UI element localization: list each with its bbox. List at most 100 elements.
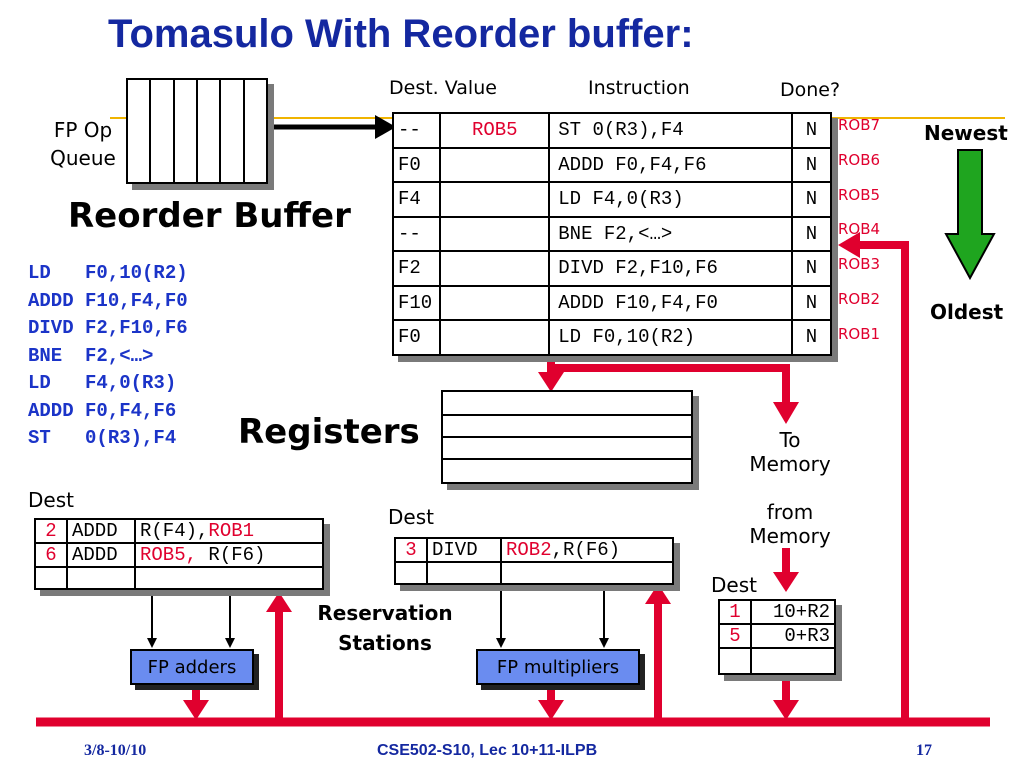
load-dest-cell: 1 xyxy=(718,599,752,625)
load-dest-cell: 5 xyxy=(718,623,752,649)
to-memory-label: To Memory xyxy=(730,428,850,476)
program-line: LD F0,10(R2) xyxy=(28,262,188,284)
rs-operand-1: ROB5, xyxy=(140,544,198,566)
rob-done-cell: N xyxy=(790,215,833,252)
rob-instruction-cell: BNE F2,<…> xyxy=(548,215,793,252)
registers-label: Registers xyxy=(238,412,420,452)
rob-instruction-cell: ADDD F10,F4,F0 xyxy=(548,284,793,321)
rob-done-cell: N xyxy=(790,250,833,287)
rob-tag: ROB2 xyxy=(838,290,881,308)
to-memory-arrowhead xyxy=(773,402,799,424)
rob-dest-cell: -- xyxy=(391,215,442,252)
rob-header-dest-value: Dest. Value xyxy=(389,77,497,99)
fp-multipliers-unit: FP multipliers xyxy=(476,649,640,685)
from-memory-label: from Memory xyxy=(730,500,850,548)
rob-dest-cell: F4 xyxy=(391,181,442,218)
adders-output-arrowhead xyxy=(183,700,209,720)
rs-operands-cell: ROB2,R(F6) xyxy=(500,537,674,563)
rs-operands-cell xyxy=(500,561,674,585)
rob-header-instruction: Instruction xyxy=(588,77,690,99)
newest-label: Newest xyxy=(924,121,1008,145)
rob-value-cell xyxy=(439,215,551,252)
rs-op-cell xyxy=(426,561,502,585)
queue-to-rob-arrowhead xyxy=(375,115,396,139)
rob-tag: ROB6 xyxy=(838,150,881,169)
rob-value-cell xyxy=(439,250,551,287)
rs-operand-1: ROB2 xyxy=(506,539,552,561)
rob-instruction-cell: LD F4,0(R3) xyxy=(548,181,793,218)
load-dest-cell xyxy=(718,647,752,675)
to-memory-line2: Memory xyxy=(749,452,831,476)
rs-operands-cell: ROB5, R(F6) xyxy=(134,542,324,568)
footer-date: 3/8-10/10 xyxy=(84,742,147,759)
rob-value-cell xyxy=(439,181,551,218)
adder-rs-empty-entry xyxy=(34,566,324,590)
fp-adders-unit: FP adders xyxy=(130,649,254,685)
rs-operand-2: ROB1 xyxy=(208,520,255,542)
footer-course: CSE502-S10, Lec 10+11-ILPB xyxy=(377,742,598,759)
rob-header-done: Done? xyxy=(780,79,841,101)
rob-dest-cell: F0 xyxy=(391,319,442,356)
rob-done-cell: N xyxy=(790,146,833,183)
load-address-cell: 10+R2 xyxy=(750,599,836,625)
rs-dest-cell: 2 xyxy=(34,518,68,544)
load-buffer-empty-entry xyxy=(718,647,836,675)
bus-to-mult-rs-arrowhead xyxy=(645,584,671,604)
oldest-label: Oldest xyxy=(930,300,1004,324)
rob-instruction-cell: ADDD F0,F4,F6 xyxy=(548,146,793,183)
rob-done-cell: N xyxy=(790,112,833,149)
rob-instruction-cell: DIVD F2,F10,F6 xyxy=(548,250,793,287)
rob-tag: ROB5 xyxy=(838,185,881,204)
rs-op-cell: ADDD xyxy=(66,542,136,568)
footer-page: 17 xyxy=(916,742,932,759)
program-line: ADDD F10,F4,F0 xyxy=(28,289,188,312)
to-memory-line1: To xyxy=(779,428,801,452)
rob-instruction-cell: ST 0(R3),F4 xyxy=(548,112,793,149)
rs-operands-cell: R(F4),ROB1 xyxy=(134,518,324,544)
rob-done-cell: N xyxy=(790,319,833,356)
adder-rs-arrowhead-2 xyxy=(225,638,235,648)
rs-dest-cell xyxy=(34,566,68,590)
adder-rs-dest-label: Dest xyxy=(28,488,74,512)
newest-oldest-arrow xyxy=(944,149,996,281)
rs-operands-cell xyxy=(134,566,324,590)
reservation-stations-label: Reservation Stations xyxy=(305,598,465,658)
rs-label-line1: Reservation xyxy=(317,601,453,625)
queue-label-line2: Queue xyxy=(50,146,116,170)
register-file xyxy=(441,390,693,484)
rob-done-cell: N xyxy=(790,284,833,321)
rs-op-cell: ADDD xyxy=(66,518,136,544)
mult-rs-arrowhead-1 xyxy=(496,638,506,648)
from-memory-arrowhead xyxy=(773,572,799,592)
bus-to-adder-rs-arrowhead xyxy=(266,592,292,612)
bus-to-rob-arrowhead xyxy=(838,232,860,258)
rs-operand-2: ,R(F6) xyxy=(551,539,621,561)
program-line: ADDD F0,F4,F6 xyxy=(28,399,177,422)
mult-rs-dest-label: Dest xyxy=(388,505,434,529)
program-line: LD F4,0(R3) xyxy=(28,372,177,394)
rs-operand-1: R(F4), xyxy=(140,520,209,542)
rob-tag: ROB3 xyxy=(838,255,881,274)
mult-rs-arrowhead-2 xyxy=(599,638,609,648)
rob-tag: ROB4 xyxy=(838,220,881,239)
rob-dest-cell: F2 xyxy=(391,250,442,287)
mult-rs-empty-entry xyxy=(394,561,674,585)
load-address-cell xyxy=(750,647,836,675)
rs-dest-cell: 6 xyxy=(34,542,68,568)
